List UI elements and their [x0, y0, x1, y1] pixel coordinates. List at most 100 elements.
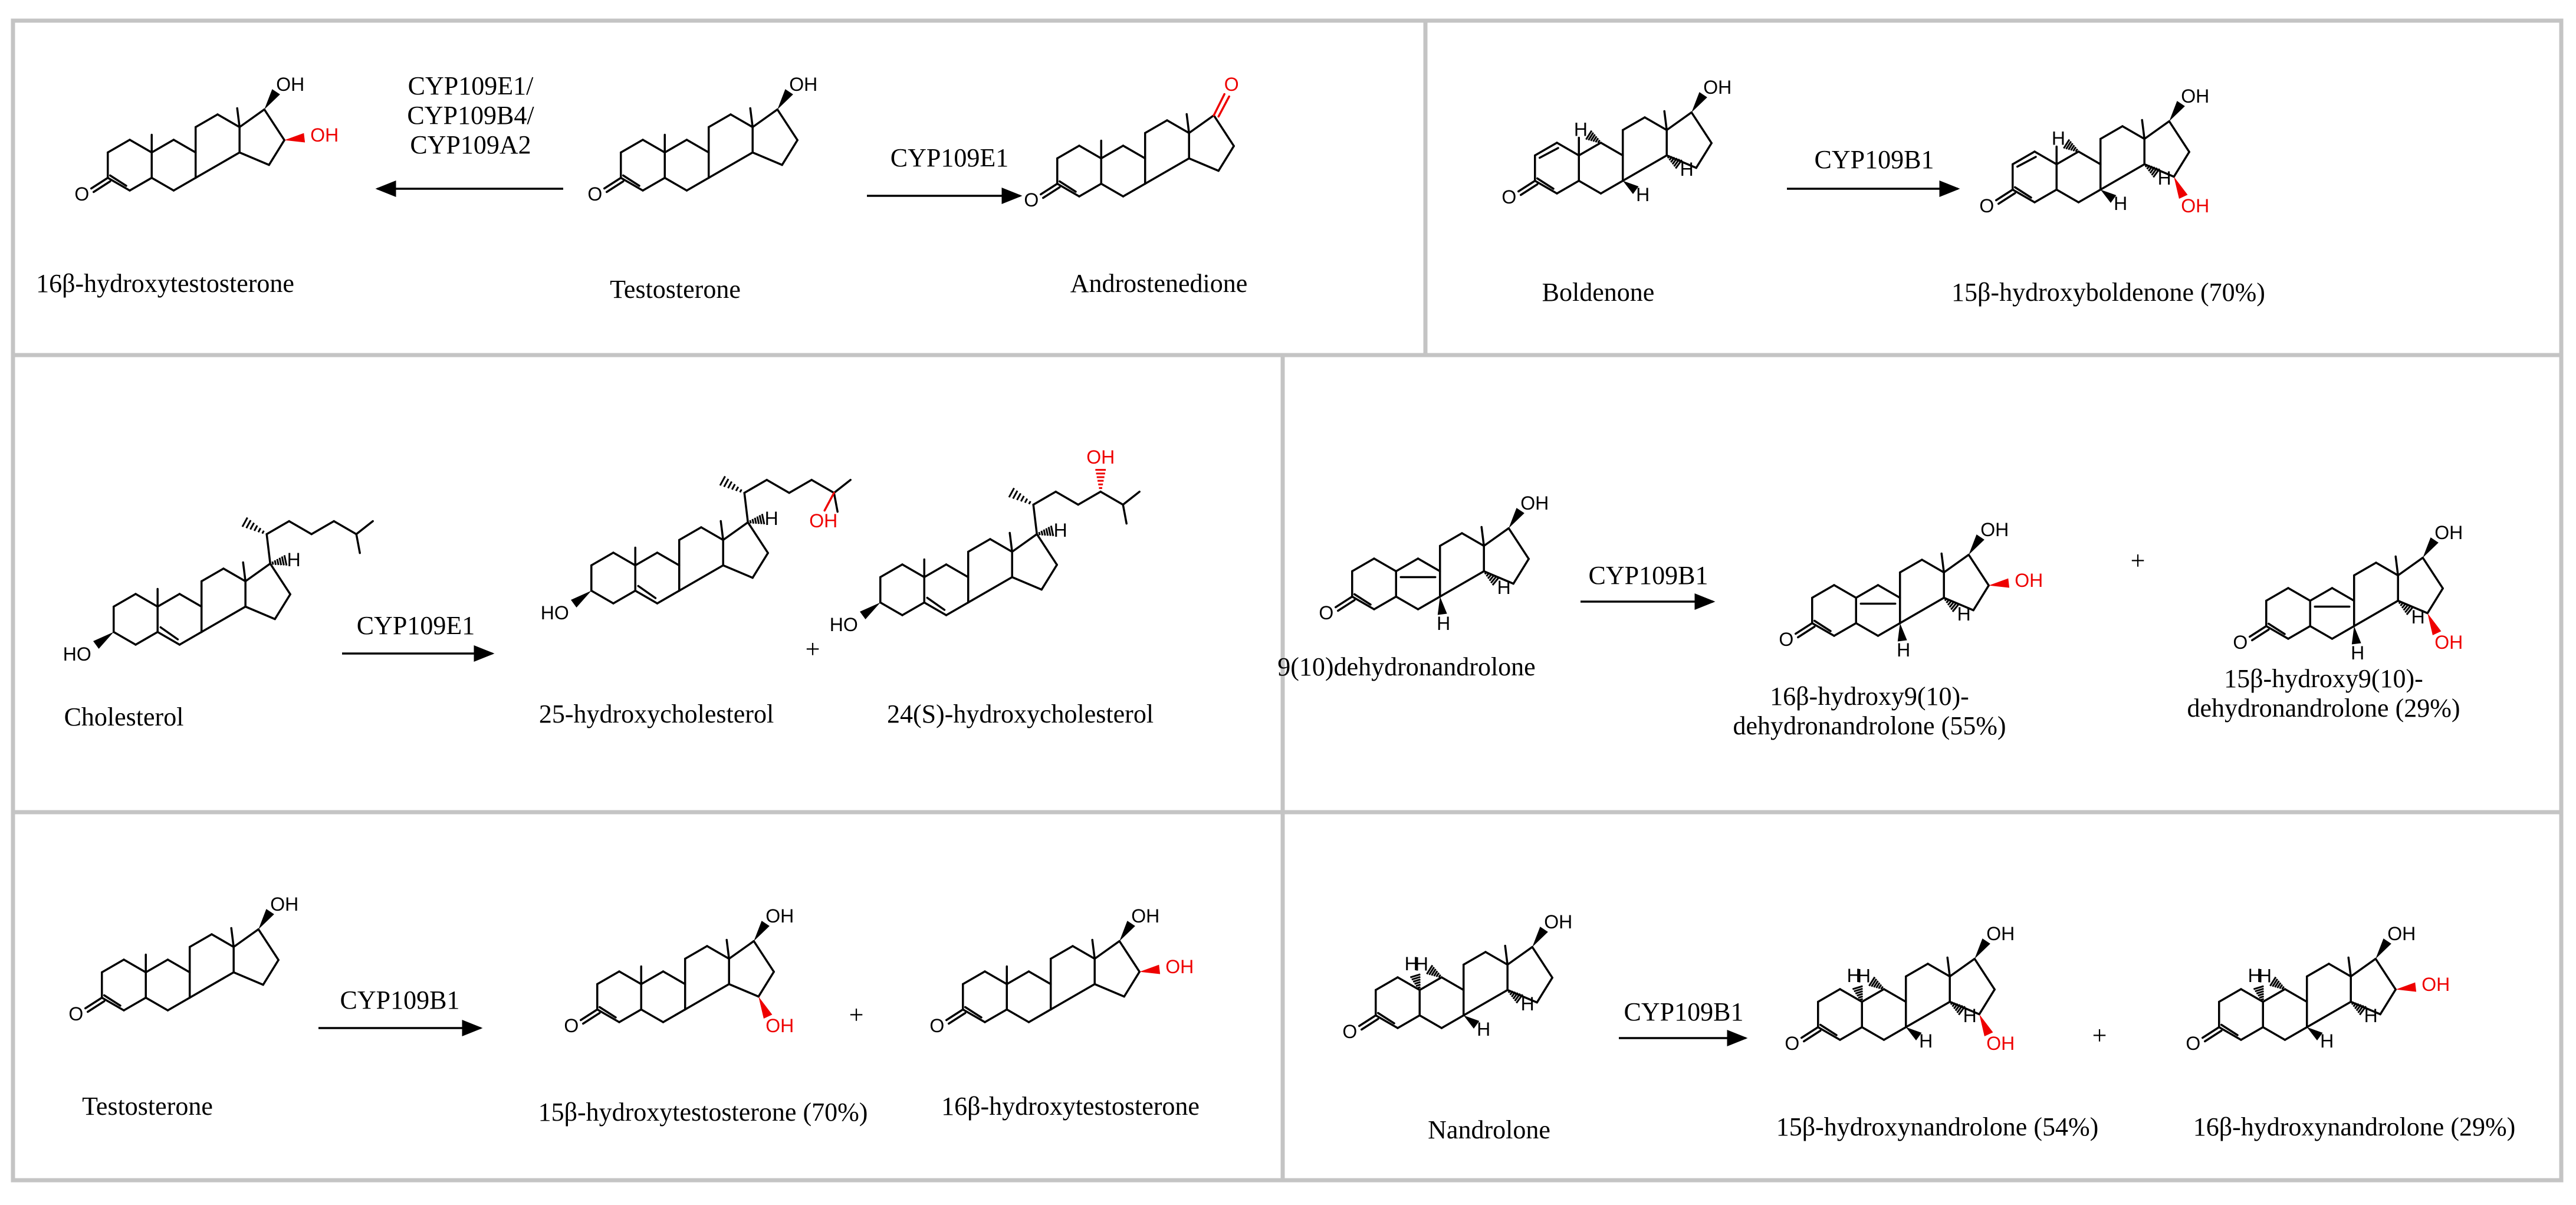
bond-line	[129, 139, 153, 154]
atom-label: OH	[1520, 492, 1549, 514]
bond-line	[618, 970, 642, 986]
atom-label: O	[929, 1015, 944, 1036]
hashed-bond	[1411, 976, 1421, 981]
bond-line	[2265, 625, 2289, 640]
hashed-bond	[2406, 606, 2414, 615]
hashed-bond	[283, 555, 288, 566]
bond-line	[1438, 532, 1463, 547]
wedge-bond	[2396, 982, 2417, 992]
bond-line	[1855, 584, 1880, 599]
bond-line	[2240, 1026, 2264, 1041]
wedge-bond	[1139, 964, 1161, 974]
bond-line	[596, 970, 620, 986]
wedge-bond	[258, 909, 274, 930]
atom-label: OH	[2387, 923, 2416, 944]
bond-line	[656, 551, 681, 567]
atom-label: O	[564, 1015, 579, 1036]
hashed-bond	[731, 484, 736, 490]
bond-line	[1008, 531, 1013, 553]
hashed-bond	[1509, 990, 1514, 996]
bond-line	[685, 139, 710, 154]
hashed-bond	[1871, 978, 1877, 987]
bond-line	[1861, 1026, 1885, 1041]
bond-line	[962, 1008, 986, 1023]
hashed-bond	[2075, 148, 2078, 152]
bond-line	[172, 139, 197, 154]
bond-line	[765, 478, 790, 494]
compound-label: 9(10)dehydronandrolone	[1277, 652, 1535, 681]
bond-line	[1056, 145, 1080, 160]
bond-line	[216, 113, 241, 129]
bond-line	[642, 176, 666, 192]
hashed-bond	[1588, 132, 1594, 141]
bond-line	[1484, 951, 1509, 966]
bond-line	[1504, 944, 1509, 966]
bond-line	[603, 176, 622, 190]
bond-line	[1032, 503, 1038, 536]
compound-label: 16β-hydroxy9(10)-	[1770, 682, 1969, 711]
atom-label: H	[1857, 965, 1871, 986]
bond-line	[1904, 963, 1929, 978]
bond-line	[1078, 145, 1102, 160]
hashed-bond	[739, 489, 742, 493]
enzyme-label: CYP109B4/	[407, 101, 534, 130]
bond-line	[2352, 599, 2399, 628]
atom-label: OH	[310, 124, 339, 146]
bond-line	[1904, 1000, 1951, 1029]
bond-line	[194, 151, 241, 179]
hashed-bond	[2072, 146, 2077, 152]
bond-line	[1011, 533, 1038, 553]
bond-line	[109, 174, 127, 187]
bond-line	[2014, 186, 2032, 199]
bond-line	[1534, 179, 1558, 195]
wedge-bond	[1437, 596, 1447, 615]
bond-line	[2240, 988, 2264, 1003]
hashed-bond	[2065, 140, 2072, 150]
atom-label: H	[287, 549, 301, 570]
atom-label: O	[2186, 1033, 2200, 1054]
atom-label: H	[2364, 1005, 2378, 1026]
bond-line	[2055, 150, 2080, 166]
bond-line	[1536, 177, 1555, 190]
plus-sign: +	[849, 1000, 864, 1029]
bond-line	[84, 996, 103, 1010]
hashed-bond	[1414, 981, 1421, 985]
bond-line	[232, 928, 259, 948]
bond-line	[2016, 156, 2037, 168]
steroid-structure: OOH	[587, 74, 817, 205]
panel-frame	[1280, 353, 2564, 815]
bond-line	[1483, 527, 1510, 547]
hashed-bond	[241, 517, 248, 527]
bond-line	[1882, 988, 1907, 1003]
hashed-bond	[261, 530, 265, 534]
hashed-bond	[723, 478, 730, 488]
bond-line	[707, 113, 732, 129]
bond-line	[634, 589, 659, 605]
bond-line	[1795, 622, 1813, 635]
bond-line	[1049, 945, 1074, 960]
bond-line	[1877, 622, 1901, 637]
bond-line	[1800, 1026, 1819, 1039]
compound-label: Androstenedione	[1070, 269, 1248, 298]
bond-line	[2350, 957, 2377, 978]
hashed-bond	[1855, 990, 1863, 994]
bond-line	[2249, 625, 2268, 638]
bond-line	[1440, 1014, 1465, 1029]
bond-line	[757, 970, 775, 998]
wedge-bond	[571, 590, 592, 608]
hashed-bond	[2272, 978, 2278, 987]
panel-frame	[11, 353, 1285, 815]
bond-line	[1417, 557, 1441, 573]
hashed-bond	[1028, 501, 1031, 505]
wedge-bond	[1119, 921, 1135, 941]
bond-line	[743, 478, 768, 494]
wedge-bond	[1897, 623, 1907, 642]
bond-line	[113, 631, 137, 646]
bond-line	[269, 562, 291, 596]
atom-label: O	[1501, 186, 1516, 208]
atom-label: OH	[1986, 1033, 2015, 1054]
bond-line	[129, 176, 153, 192]
bond-line	[333, 520, 357, 536]
atom-label: OH	[765, 1015, 794, 1036]
